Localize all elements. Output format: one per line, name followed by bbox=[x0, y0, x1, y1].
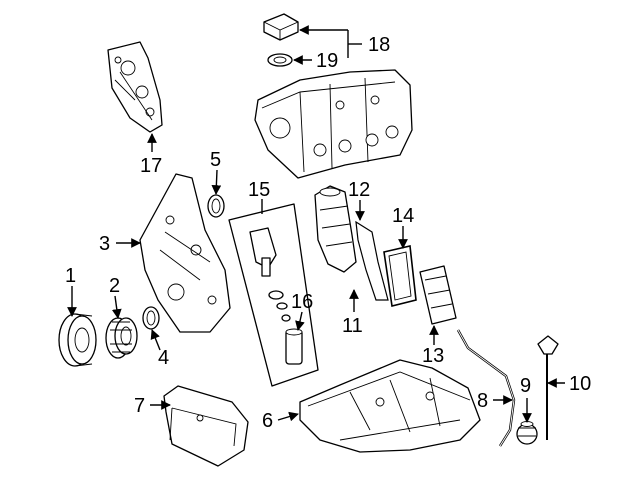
leader-16 bbox=[295, 311, 305, 331]
part-12-oil-filter-housing bbox=[314, 185, 357, 273]
part-10-dipstick bbox=[537, 335, 559, 440]
callout-2: 2 bbox=[109, 275, 120, 297]
part-13-oil-cooler bbox=[419, 265, 457, 325]
part-7-oil-pan-upper bbox=[163, 385, 249, 467]
callout-15: 15 bbox=[248, 179, 270, 201]
leader-2 bbox=[111, 295, 122, 319]
callout-3: 3 bbox=[99, 233, 110, 255]
part-6-oil-pan-lower bbox=[299, 359, 481, 453]
callout-leaders bbox=[67, 25, 565, 423]
part-1-crankshaft-pulley bbox=[58, 313, 97, 367]
callout-16: 16 bbox=[291, 291, 313, 313]
callout-1: 1 bbox=[65, 265, 76, 287]
callout-5: 5 bbox=[210, 149, 221, 171]
callout-6: 6 bbox=[262, 410, 273, 432]
part-15-filter-kit-box bbox=[228, 203, 319, 387]
leader-4 bbox=[150, 329, 161, 351]
part-8-dipstick-tube bbox=[456, 329, 516, 447]
callout-8: 8 bbox=[477, 390, 488, 412]
leader-5 bbox=[211, 169, 222, 195]
callout-4: 4 bbox=[158, 347, 169, 369]
callout-12: 12 bbox=[348, 179, 370, 201]
part-18-oil-filler-cap bbox=[263, 13, 299, 41]
callout-17: 17 bbox=[140, 155, 162, 177]
part-19-cap-seal bbox=[267, 53, 293, 67]
callout-13: 13 bbox=[422, 345, 444, 367]
part-11-gasket bbox=[355, 220, 389, 301]
callout-14: 14 bbox=[392, 205, 414, 227]
leader-6 bbox=[277, 411, 299, 422]
part-14-gasket bbox=[383, 245, 417, 307]
part-9-drain-plug bbox=[516, 421, 538, 445]
callout-11: 11 bbox=[342, 315, 363, 337]
callout-19: 19 bbox=[316, 50, 338, 72]
callout-9: 9 bbox=[520, 375, 531, 397]
callout-7: 7 bbox=[134, 395, 145, 417]
part-17-timing-cover bbox=[107, 41, 163, 133]
part-2-gear bbox=[105, 317, 138, 359]
callout-labels: 1 2 3 4 5 6 7 8 9 10 11 12 13 14 15 16 1… bbox=[65, 34, 591, 432]
part-5-seal-ring bbox=[207, 194, 225, 218]
part-4-seal bbox=[142, 306, 160, 330]
callout-10: 10 bbox=[569, 373, 591, 395]
part-3-front-cover bbox=[139, 173, 231, 333]
engine-block bbox=[254, 69, 413, 179]
callout-18: 18 bbox=[368, 34, 390, 56]
